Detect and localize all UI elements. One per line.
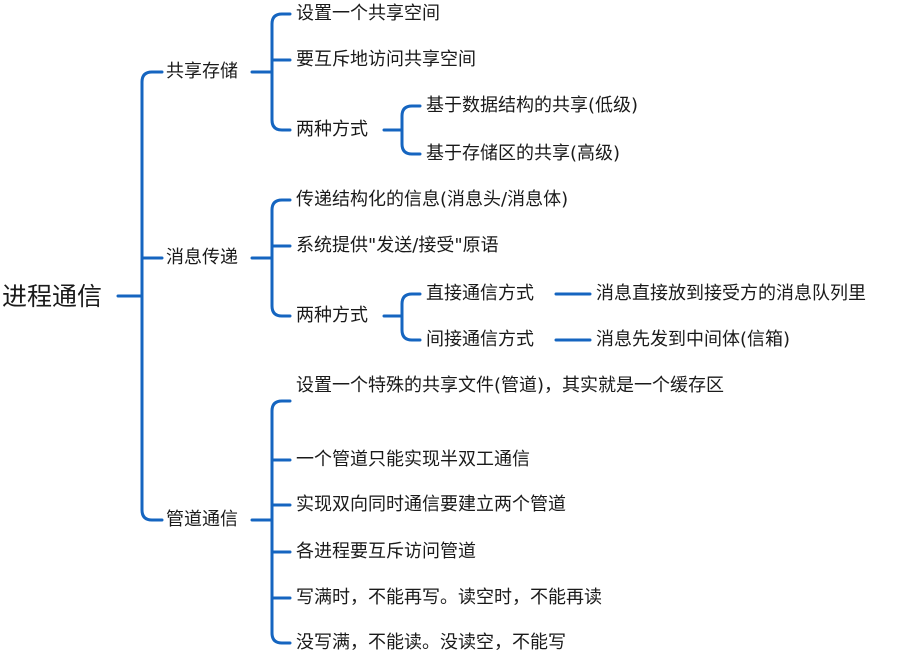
pipe-item-2: 一个管道只能实现半双工通信: [296, 449, 530, 470]
shared-storage-bracket: [270, 12, 292, 132]
pipe-item-4: 各进程要互斥访问管道: [296, 541, 476, 562]
branch-pipe: 管道通信: [166, 509, 238, 530]
root-topic: 进程通信: [2, 282, 103, 311]
branch-shared-storage: 共享存储: [166, 61, 238, 82]
message-indirect: 间接通信方式: [426, 329, 534, 350]
pipe-item-5: 写满时，不能再写。读空时，不能再读: [296, 587, 602, 608]
message-direct: 直接通信方式: [426, 283, 534, 304]
pipe-item-6: 没写满，不能读。没读空，不能写: [296, 632, 566, 653]
shared-way-1: 基于数据结构的共享(低级): [426, 95, 639, 116]
message-item-1: 传递结构化的信息(消息头/消息体): [296, 189, 569, 210]
pipe-item-1: 设置一个特殊的共享文件(管道)，其实就是一个缓存区: [296, 375, 725, 396]
message-two-ways-bracket: [400, 292, 422, 342]
shared-two-ways: 两种方式: [296, 119, 368, 140]
pipe-item-3: 实现双向同时通信要建立两个管道: [296, 494, 566, 515]
shared-two-ways-bracket: [400, 104, 422, 156]
shared-way-2: 基于存储区的共享(高级): [426, 143, 621, 164]
message-indirect-detail: 消息先发到中间体(信箱): [596, 329, 791, 350]
shared-item-2: 要互斥地访问共享空间: [296, 49, 476, 70]
branch-message-passing: 消息传递: [166, 247, 238, 268]
message-direct-detail: 消息直接放到接受方的消息队列里: [596, 283, 866, 304]
shared-item-1: 设置一个共享空间: [296, 3, 440, 24]
message-passing-bracket: [270, 198, 292, 318]
message-two-ways: 两种方式: [296, 305, 368, 326]
pipe-bracket: [270, 399, 292, 645]
message-item-2: 系统提供"发送/接受"原语: [296, 235, 499, 256]
level1-bracket: [140, 70, 164, 522]
